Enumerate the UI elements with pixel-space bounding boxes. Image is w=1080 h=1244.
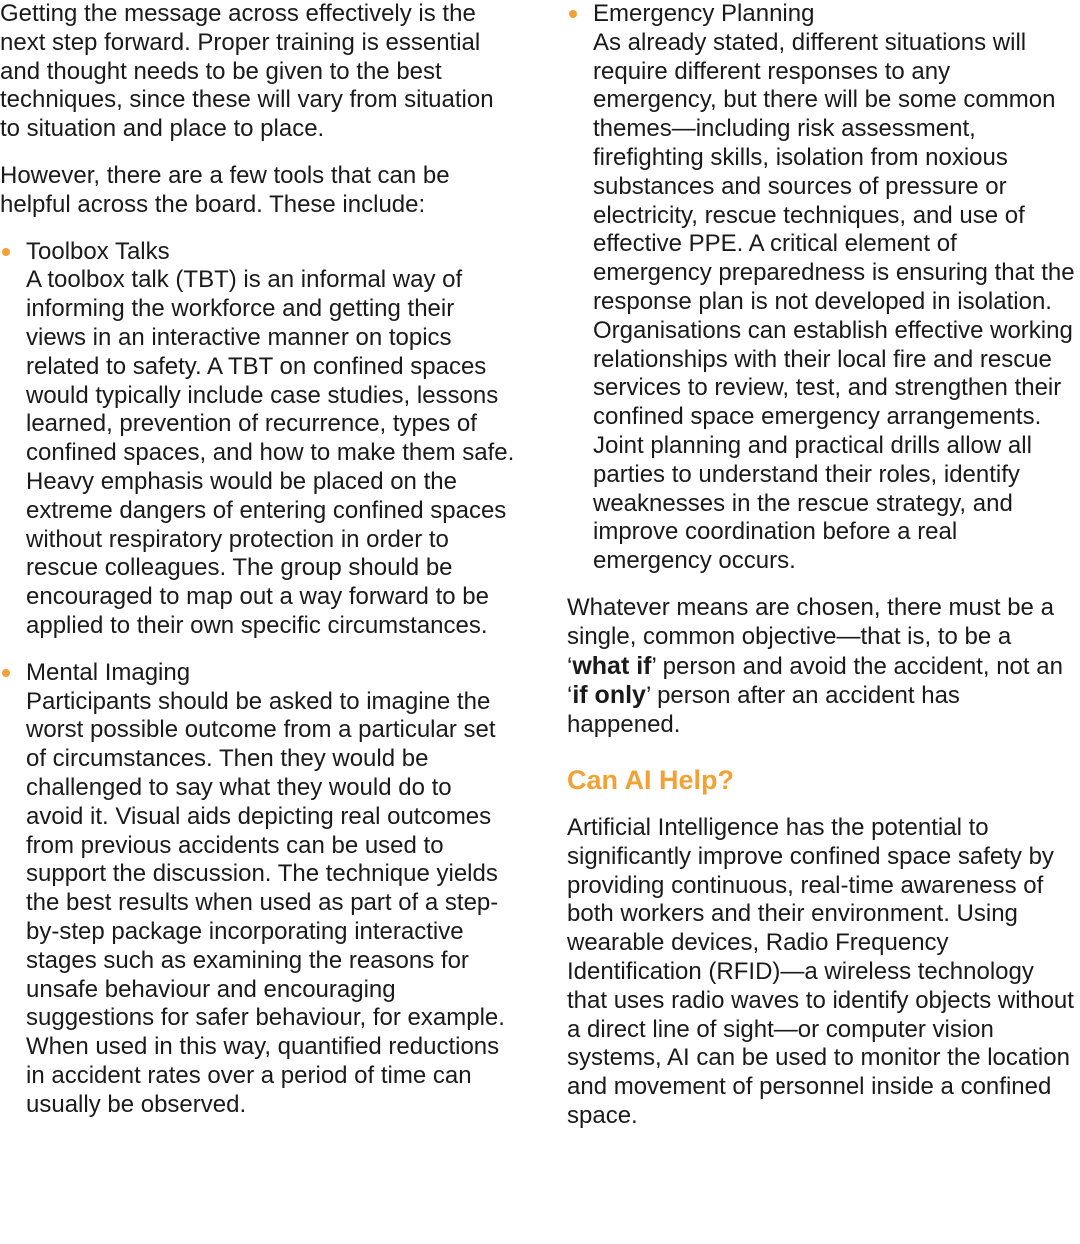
section-heading: Can AI Help? — [567, 764, 735, 795]
closing-paragraph: Whatever means are chosen, there must be… — [567, 594, 1077, 740]
closing-text-part: Whatever means are chosen, there must be… — [567, 593, 1054, 680]
left-column: Getting the message across effectively i… — [0, 0, 515, 1119]
list-item-emergency-planning: Emergency Planning As already stated, di… — [567, 0, 1077, 576]
bullet-dot-icon — [2, 668, 10, 677]
list-item-body: As already stated, different situations … — [593, 28, 1075, 575]
tools-list: Toolbox Talks A toolbox talk (TBT) is an… — [0, 238, 515, 1120]
ai-section-paragraph: Artificial Intelligence has the potentia… — [567, 813, 1074, 1129]
closing-text-part: ’ person and avoid the accident, not an … — [567, 652, 1063, 710]
list-item-body: A toolbox talk (TBT) is an informal way … — [26, 266, 515, 639]
bullet-dot-icon — [569, 10, 577, 18]
intro-paragraph: Getting the message across effectively i… — [0, 0, 494, 143]
list-item-title: Toolbox Talks — [26, 237, 170, 265]
emphasis-what-if: what if — [572, 651, 652, 680]
bullet-dot-icon — [2, 247, 10, 256]
list-item-title: Mental Imaging — [26, 658, 191, 686]
list-item-toolbox-talks: Toolbox Talks A toolbox talk (TBT) is an… — [0, 238, 515, 641]
right-column: Emergency Planning As already stated, di… — [567, 0, 1077, 1131]
list-item-title: Emergency Planning — [593, 0, 815, 27]
tools-list-continued: Emergency Planning As already stated, di… — [567, 0, 1077, 576]
list-item-body: Participants should be asked to imagine … — [26, 687, 505, 1118]
list-item-mental-imaging: Mental Imaging Participants should be as… — [0, 659, 515, 1120]
emphasis-if-only: if only — [572, 681, 646, 710]
tools-intro-paragraph: However, there are a few tools that can … — [0, 161, 450, 218]
closing-text-part: ’ person after an accident has happened. — [567, 682, 960, 739]
